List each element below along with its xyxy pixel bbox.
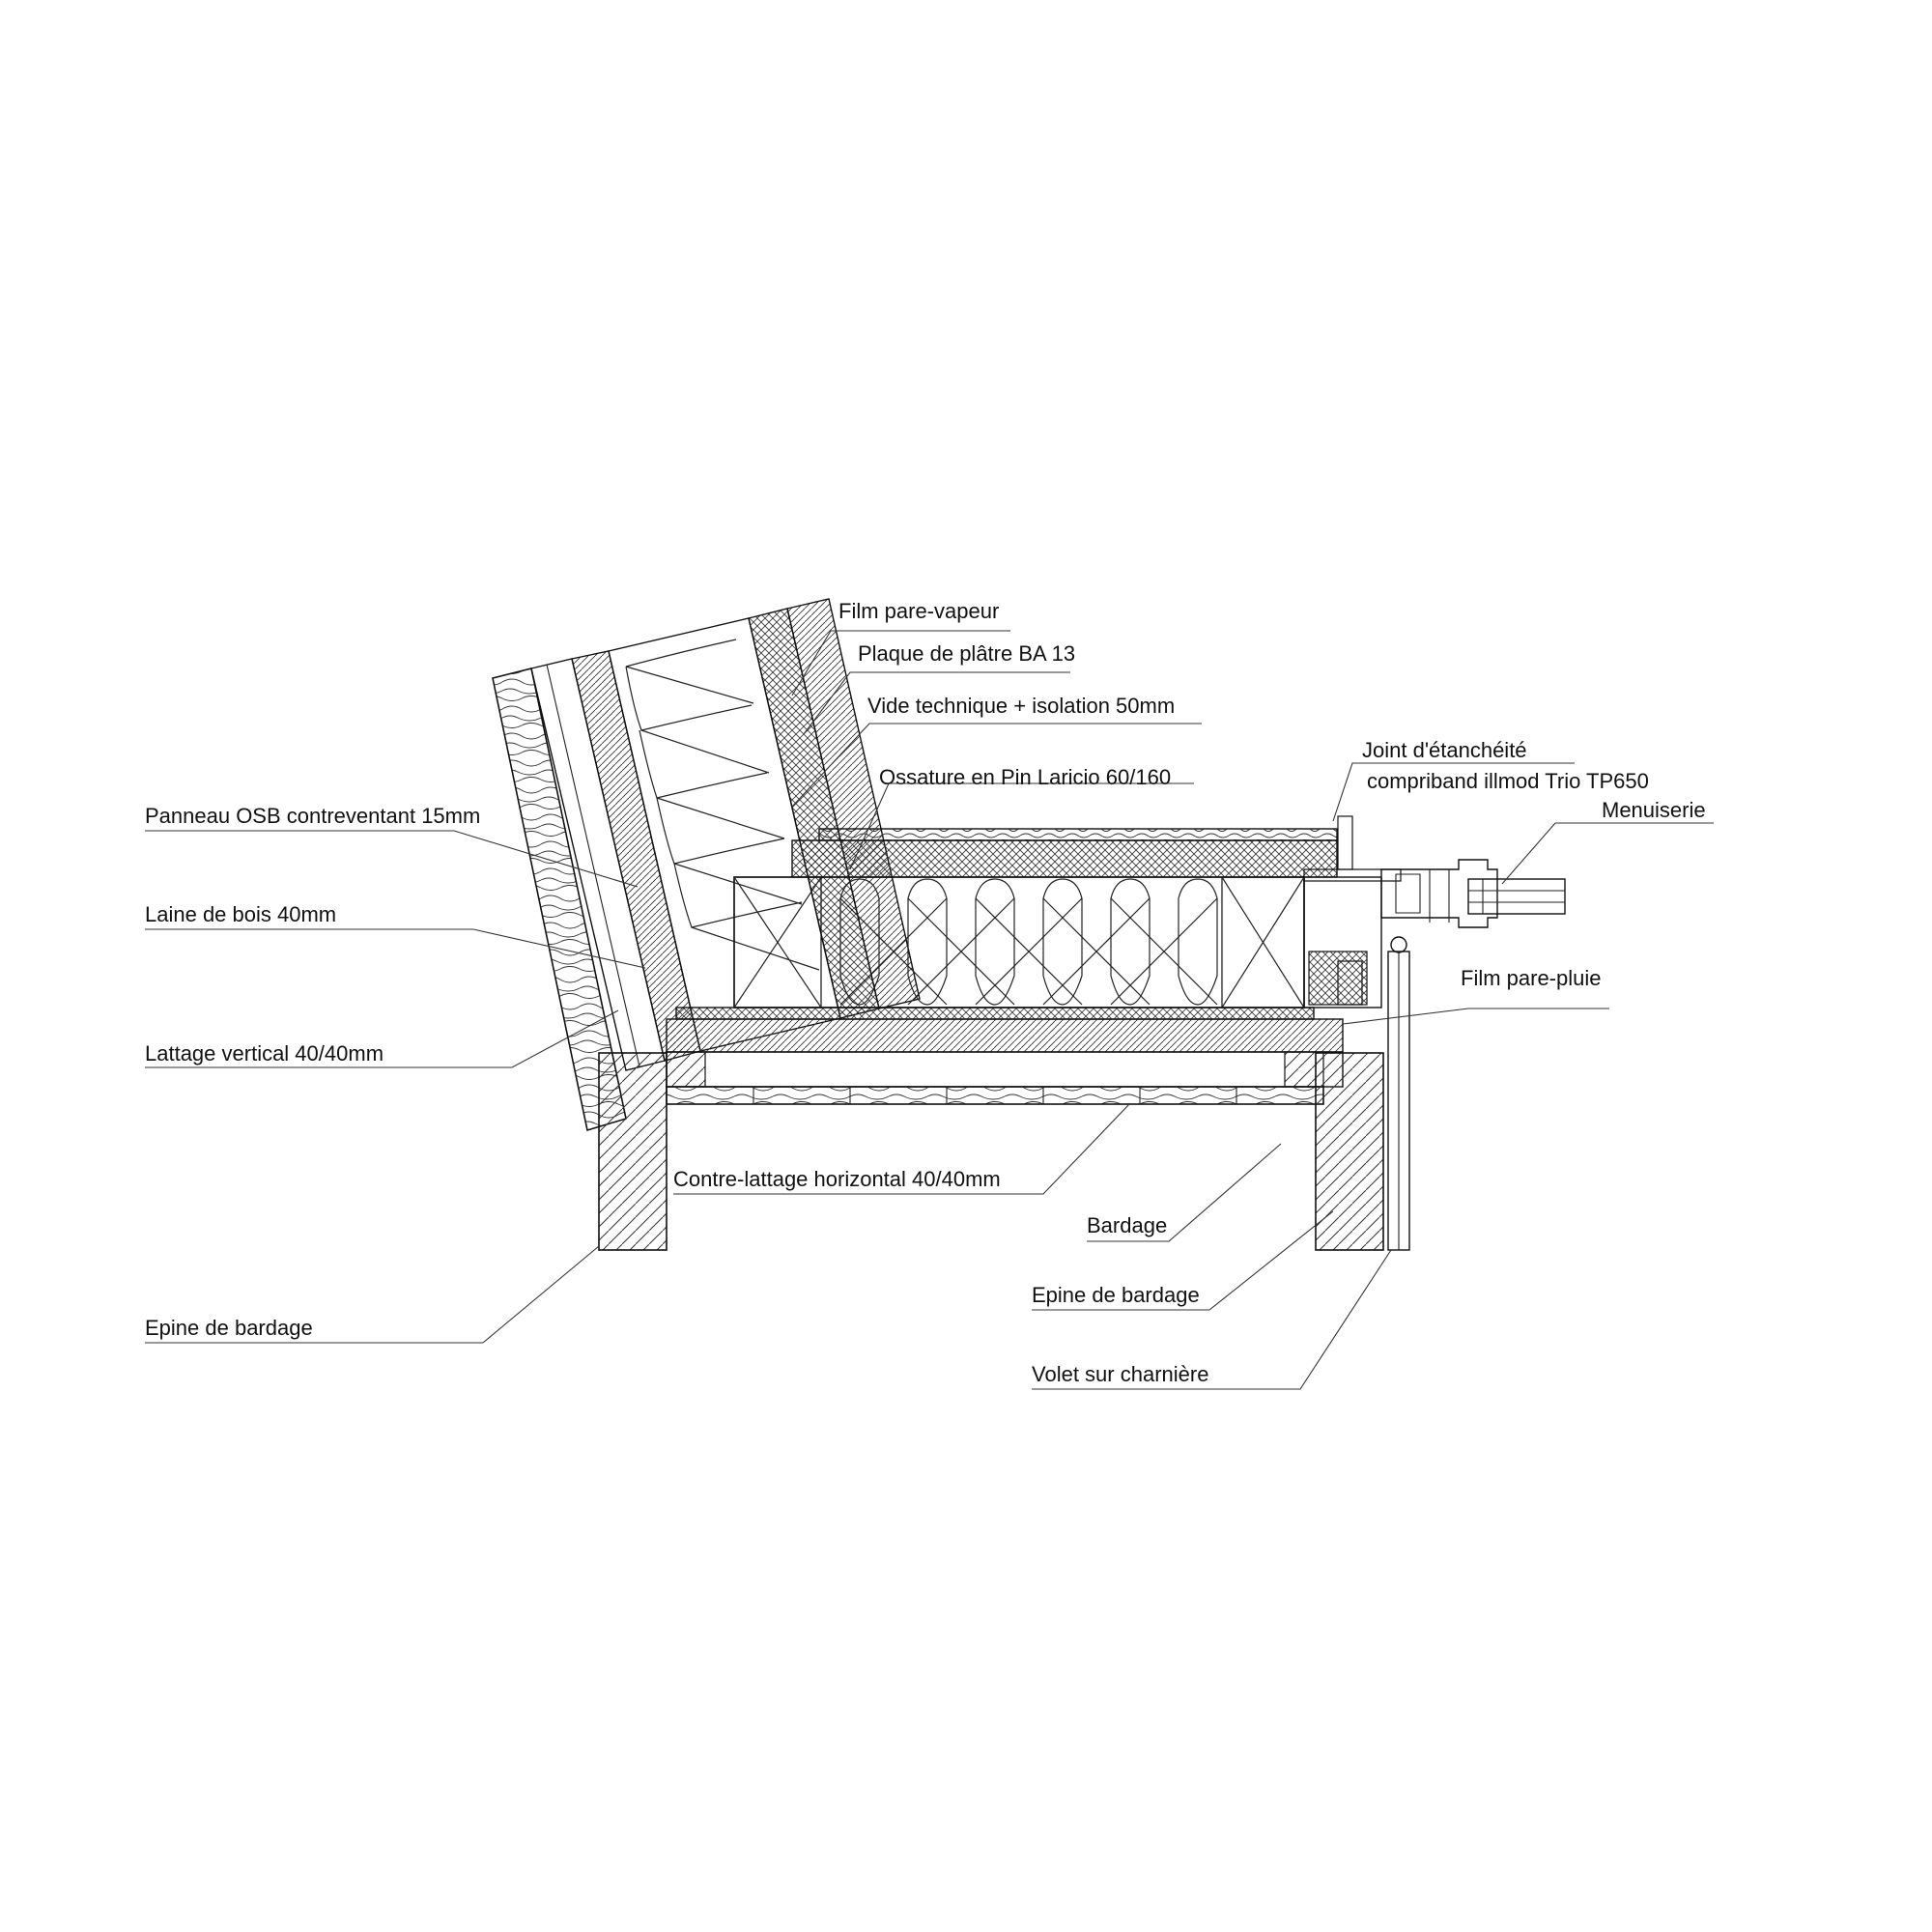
label-volet: Volet sur charnière: [1032, 1362, 1208, 1386]
insulation-batts: [839, 878, 1218, 1006]
right-cladding-spine: [1315, 1052, 1384, 1251]
lattage-block-left: [666, 1051, 706, 1088]
right-stud-cross: [1221, 876, 1305, 1009]
label-contre-lattage: Contre-lattage horizontal 40/40mm: [673, 1167, 1001, 1191]
label-joint-line2: compriband illmod Trio TP650: [1367, 769, 1649, 793]
label-menuiserie: Menuiserie: [1602, 798, 1706, 822]
label-vide-technique: Vide technique + isolation 50mm: [867, 694, 1175, 718]
label-plaque-platre: Plaque de plâtre BA 13: [858, 641, 1075, 666]
horizontal-wall-section: [666, 828, 1344, 1105]
label-ossature: Ossature en Pin Laricio 60/160: [879, 765, 1171, 789]
cladding-board-joints: [753, 1087, 1237, 1104]
label-film-pare-pluie: Film pare-pluie: [1461, 966, 1602, 990]
leader-lines: [145, 630, 1714, 1390]
label-lattage-vertical: Lattage vertical 40/40mm: [145, 1041, 384, 1065]
slanted-wall-section: [492, 598, 921, 1132]
label-epine-left: Epine de bardage: [145, 1316, 313, 1340]
slanted-lattage-line: [546, 664, 640, 1067]
top-technical-void: [791, 839, 1338, 878]
label-laine-de-bois: Laine de bois 40mm: [145, 902, 336, 926]
window-frame-area: [1303, 815, 1566, 1009]
label-film-pare-vapeur: Film pare-vapeur: [838, 599, 999, 623]
top-plaster-band: [818, 828, 1338, 841]
label-bardage: Bardage: [1087, 1213, 1167, 1237]
shutter-hinge: [1390, 936, 1407, 953]
label-epine-right: Epine de bardage: [1032, 1283, 1200, 1307]
bottom-wood-fibre-layer: [666, 1018, 1344, 1053]
lattage-bay: [666, 1051, 1344, 1088]
label-joint-line1: Joint d'étanchéité: [1362, 738, 1527, 762]
bottom-osb-layer: [675, 1007, 1315, 1020]
label-panneau-osb: Panneau OSB contreventant 15mm: [145, 804, 480, 828]
horizontal-cladding-boards: [666, 1086, 1324, 1105]
left-cladding-spine: [598, 1052, 668, 1251]
slanted-batt-loops: [625, 639, 820, 971]
